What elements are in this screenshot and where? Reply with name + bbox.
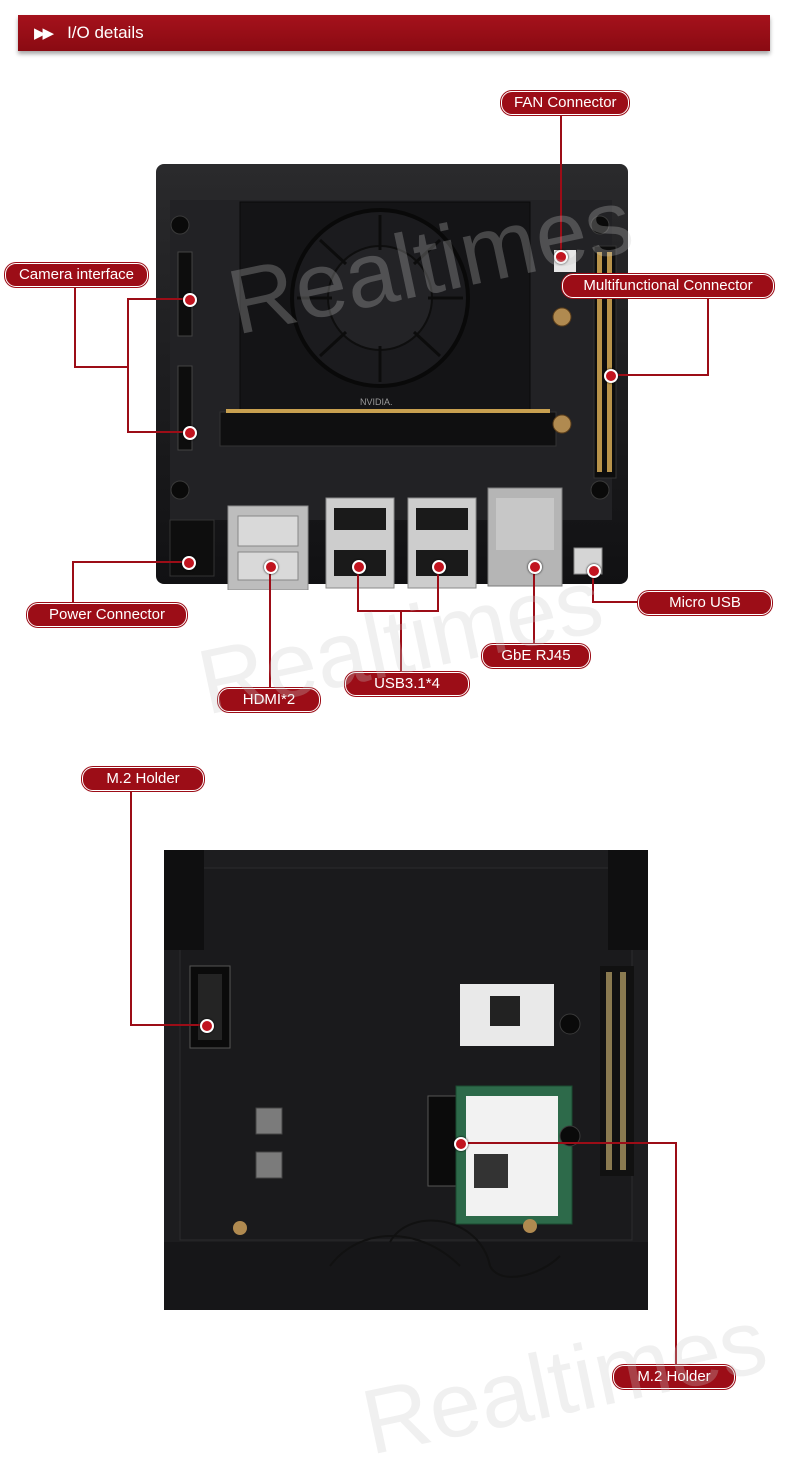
- marker-m2-top: [200, 1019, 214, 1033]
- marker-usb-1: [352, 560, 366, 574]
- marker-m2-bottom: [454, 1137, 468, 1151]
- carrier-board-bottom-image: [164, 850, 648, 1310]
- marker-hdmi: [264, 560, 278, 574]
- marker-fan: [554, 250, 568, 264]
- label-gbe-rj45: GbE RJ45: [482, 644, 590, 668]
- marker-camera-2: [183, 426, 197, 440]
- svg-text:NVIDIA.: NVIDIA.: [360, 397, 393, 407]
- label-hdmi: HDMI*2: [218, 688, 320, 712]
- marker-camera-1: [183, 293, 197, 307]
- label-fan-connector: FAN Connector: [501, 91, 629, 115]
- label-micro-usb: Micro USB: [638, 591, 772, 615]
- carrier-board-top-image: NVIDIA.: [156, 164, 628, 590]
- marker-gbe: [528, 560, 542, 574]
- marker-power: [182, 556, 196, 570]
- label-m2-holder-bottom: M.2 Holder: [613, 1365, 735, 1389]
- section-title: I/O details: [67, 23, 144, 42]
- section-header: ▶▶ I/O details: [18, 15, 770, 51]
- marker-usb-2: [432, 560, 446, 574]
- label-usb31: USB3.1*4: [345, 672, 469, 696]
- label-m2-holder-top: M.2 Holder: [82, 767, 204, 791]
- double-arrow-icon: ▶▶: [34, 25, 54, 42]
- label-multifunctional-connector: Multifunctional Connector: [562, 274, 774, 298]
- label-camera-interface: Camera interface: [5, 263, 148, 287]
- marker-multifunctional: [604, 369, 618, 383]
- marker-micro-usb: [587, 564, 601, 578]
- label-power-connector: Power Connector: [27, 603, 187, 627]
